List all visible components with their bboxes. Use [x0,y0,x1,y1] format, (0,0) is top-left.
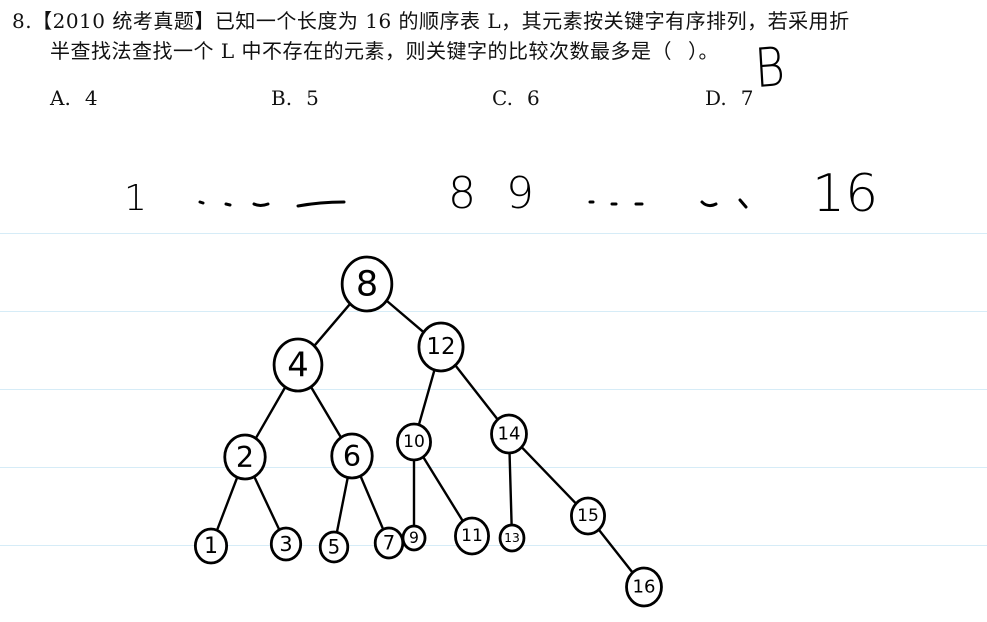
tree-node-circle [269,526,303,562]
question-number: 8. [12,9,33,33]
tree-edge [386,300,424,333]
sequence-mid-1: 8 [448,168,476,219]
tree-node-label: 13 [504,531,520,545]
tree-edge [313,303,351,347]
tree-node-label: 5 [328,536,340,559]
tree-node-circle [193,527,229,565]
tree-node-circle [417,321,465,373]
tree-node-circle [340,255,394,313]
tree-node-label: 14 [498,424,521,445]
question-stem-1: 已知一个长度为 16 的顺序表 L，其元素按关键字有序排列，若采用折 [214,9,850,33]
tree-node-circle [223,433,267,481]
question-area [0,0,987,156]
tree-node-circle [498,523,526,553]
tree-node-label: 10 [403,432,425,452]
tree-node: 8 [340,255,394,313]
sequence-row: 1 8 9 16 [0,164,987,234]
tree-edge [597,528,634,574]
sequence-mid-2: 9 [506,168,534,219]
tree-node-circle [330,432,374,480]
sequence-last: 16 [812,164,879,224]
tree-node: 10 [396,422,432,462]
tree-node-label: 12 [426,334,455,360]
option-b[interactable]: B.5 [271,86,319,110]
tree-node-label: 6 [343,439,361,473]
tree-edge [359,475,385,531]
tree-node-circle [396,422,432,462]
option-c[interactable]: C.6 [492,86,540,110]
tree-node-circle [570,496,606,536]
tree-edge [422,456,464,522]
tree-node: 9 [401,524,427,552]
tree-node-label: 8 [356,264,378,305]
tree-edge [417,368,436,426]
tree-edge [508,451,513,527]
tree-edge [215,476,239,532]
tree-node-label: 3 [279,532,292,556]
tree-node-circle [272,337,324,393]
question-text: 8.【2010 统考真题】已知一个长度为 16 的顺序表 L，其元素按关键字有序… [12,6,977,66]
tree-node-label: 4 [287,346,309,385]
options-row: A.4 B.5 C.6 D.7 [0,86,987,116]
tree-node: 2 [223,433,267,481]
tree-node-label: 15 [577,506,599,526]
tree-node: 11 [454,516,490,556]
tree-node: 3 [269,526,303,562]
tree-node-label: 2 [236,440,254,474]
tree-node: 13 [498,523,526,553]
tree-node: 16 [625,566,663,608]
tree-node-circle [490,413,528,455]
tree-edge [253,475,281,531]
question-stem-2: 半查找法查找一个 L 中不存在的元素，则关键字的比较次数最多是（ [50,39,672,63]
tree-node: 1 [193,527,229,565]
tree-node-circle [454,516,490,556]
sequence-dots [198,198,748,209]
question-line-1: 8.【2010 统考真题】已知一个长度为 16 的顺序表 L，其元素按关键字有序… [12,6,977,36]
tree-edge [520,446,577,505]
tree-node: 12 [417,321,465,373]
option-a[interactable]: A.4 [50,86,98,110]
tree-node-circle [318,530,350,564]
sequence-first: 1 [124,178,147,219]
option-d[interactable]: D.7 [705,86,754,110]
tree-node-circle [625,566,663,608]
tree-node: 5 [318,530,350,564]
tree-node: 7 [373,526,405,560]
tree-node-label: 1 [204,533,218,559]
tree-node-label: 16 [633,577,656,598]
tree-node-circle [401,524,427,552]
tree-node-label: 7 [383,532,395,555]
tree-edge [335,476,349,534]
tree-node: 15 [570,496,606,536]
tree-node: 4 [272,337,324,393]
question-stem-2-end: ）。 [688,39,719,63]
tree-edge [454,364,499,421]
tree-node: 6 [330,432,374,480]
tree-node: 14 [490,413,528,455]
tree-node-label: 11 [461,526,483,546]
tree-edge [254,386,287,440]
question-line-2: 半查找法查找一个 L 中不存在的元素，则关键字的比较次数最多是（ ）。 [12,36,977,66]
question-source: 【2010 统考真题】 [32,9,215,33]
tree-edge [310,386,342,439]
tree-node-label: 9 [409,529,419,547]
